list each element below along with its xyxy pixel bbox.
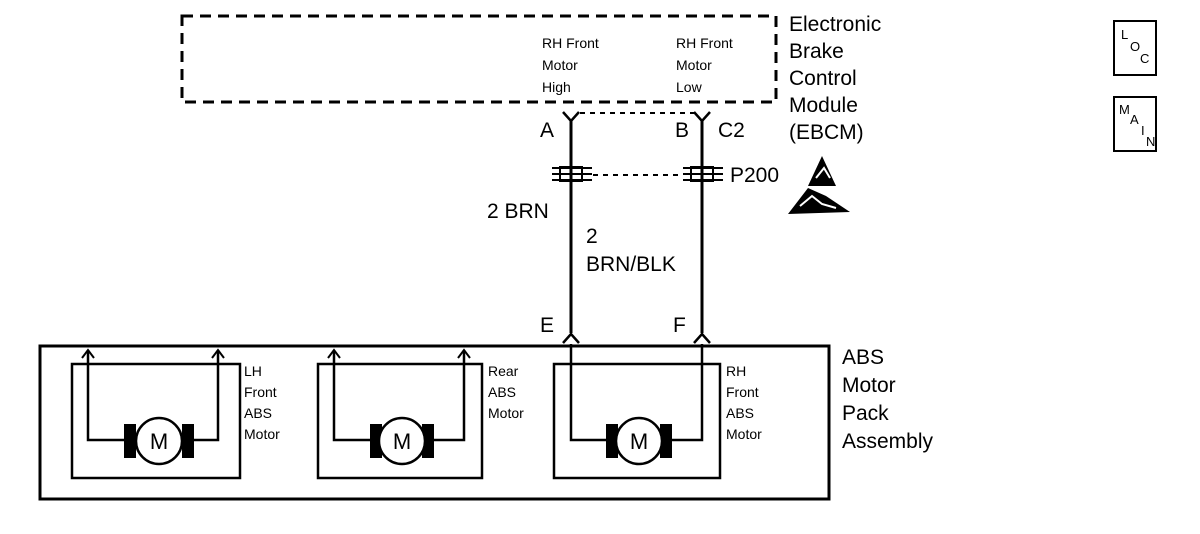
loc-letter-o: O	[1130, 39, 1141, 54]
svg-text:Front: Front	[726, 384, 759, 400]
main-letter-n: N	[1146, 134, 1156, 149]
svg-text:Motor: Motor	[244, 426, 280, 442]
svg-text:Assembly: Assembly	[842, 430, 934, 453]
motor-symbol	[134, 416, 184, 466]
motor-symbol	[377, 416, 427, 466]
splice-connector-left	[552, 166, 592, 182]
loc-letter-c: C	[1140, 51, 1150, 66]
svg-text:ABS: ABS	[244, 405, 272, 421]
rh-front-abs-motor-label: RH Front ABS Motor	[726, 363, 762, 442]
svg-text:Rear: Rear	[488, 363, 519, 379]
loc-button[interactable]: L O C	[1113, 20, 1157, 76]
svg-text:RH: RH	[726, 363, 746, 379]
loc-letter-l: L	[1121, 27, 1129, 42]
svg-text:High: High	[542, 79, 571, 95]
pin-a-label: A	[540, 119, 554, 142]
ebcm-module-name: Electronic Brake Control Module (EBCM)	[789, 13, 881, 144]
svg-text:RH Front: RH Front	[542, 35, 599, 51]
rear-abs-motor: M	[316, 348, 484, 480]
svg-text:Motor: Motor	[842, 374, 896, 397]
splice-label: P200	[730, 164, 779, 187]
svg-text:Motor: Motor	[488, 405, 524, 421]
svg-text:Motor: Motor	[542, 57, 578, 73]
motor-symbol	[614, 416, 664, 466]
svg-text:LH: LH	[244, 363, 262, 379]
assembly-pin-f-symbol	[693, 332, 711, 344]
connector-c2-label: C2	[718, 119, 745, 142]
svg-text:Brake: Brake	[789, 40, 844, 63]
main-letter-i: I	[1141, 123, 1145, 138]
ebcm-pin-a-description: RH Front Motor High	[542, 35, 599, 95]
svg-text:Control: Control	[789, 67, 857, 90]
rh-front-abs-motor: M	[552, 344, 722, 480]
ebcm-pin-b-symbol	[693, 111, 711, 123]
svg-text:ABS: ABS	[842, 346, 884, 369]
svg-text:Pack: Pack	[842, 402, 889, 425]
ebcm-pin-a-symbol	[562, 111, 580, 123]
svg-text:ABS: ABS	[488, 384, 516, 400]
svg-text:Low: Low	[676, 79, 703, 95]
main-button[interactable]: M A I N	[1113, 96, 1157, 152]
rear-abs-motor-label: Rear ABS Motor	[488, 363, 524, 421]
svg-text:M: M	[630, 429, 648, 454]
lh-front-abs-motor-label: LH Front ABS Motor	[244, 363, 280, 442]
assembly-pin-e-symbol	[562, 332, 580, 344]
svg-text:M: M	[393, 429, 411, 454]
main-letter-m: M	[1119, 102, 1130, 117]
pin-e-label: E	[540, 314, 554, 337]
wire-right-gauge-label: 2	[586, 225, 598, 248]
abs-motor-pack-box	[38, 344, 831, 501]
svg-text:RH Front: RH Front	[676, 35, 733, 51]
svg-text:Module: Module	[789, 94, 858, 117]
svg-text:(EBCM): (EBCM)	[789, 121, 864, 144]
svg-text:Motor: Motor	[676, 57, 712, 73]
splice-connector-right	[683, 166, 723, 182]
svg-text:M: M	[150, 429, 168, 454]
pin-b-label: B	[675, 119, 689, 142]
wire-right-color-label: BRN/BLK	[586, 253, 676, 276]
svg-text:ABS: ABS	[726, 405, 754, 421]
lh-front-abs-motor: M	[70, 348, 242, 480]
esd-warning-icon	[788, 156, 850, 214]
ebcm-module-box	[180, 14, 778, 104]
svg-text:Front: Front	[244, 384, 277, 400]
abs-assembly-name: ABS Motor Pack Assembly	[842, 346, 934, 453]
svg-text:Motor: Motor	[726, 426, 762, 442]
ebcm-pin-b-description: RH Front Motor Low	[676, 35, 733, 95]
svg-text:Electronic: Electronic	[789, 13, 881, 36]
main-letter-a: A	[1130, 112, 1139, 127]
pin-f-label: F	[673, 314, 686, 337]
wire-left-label: 2 BRN	[487, 200, 549, 223]
